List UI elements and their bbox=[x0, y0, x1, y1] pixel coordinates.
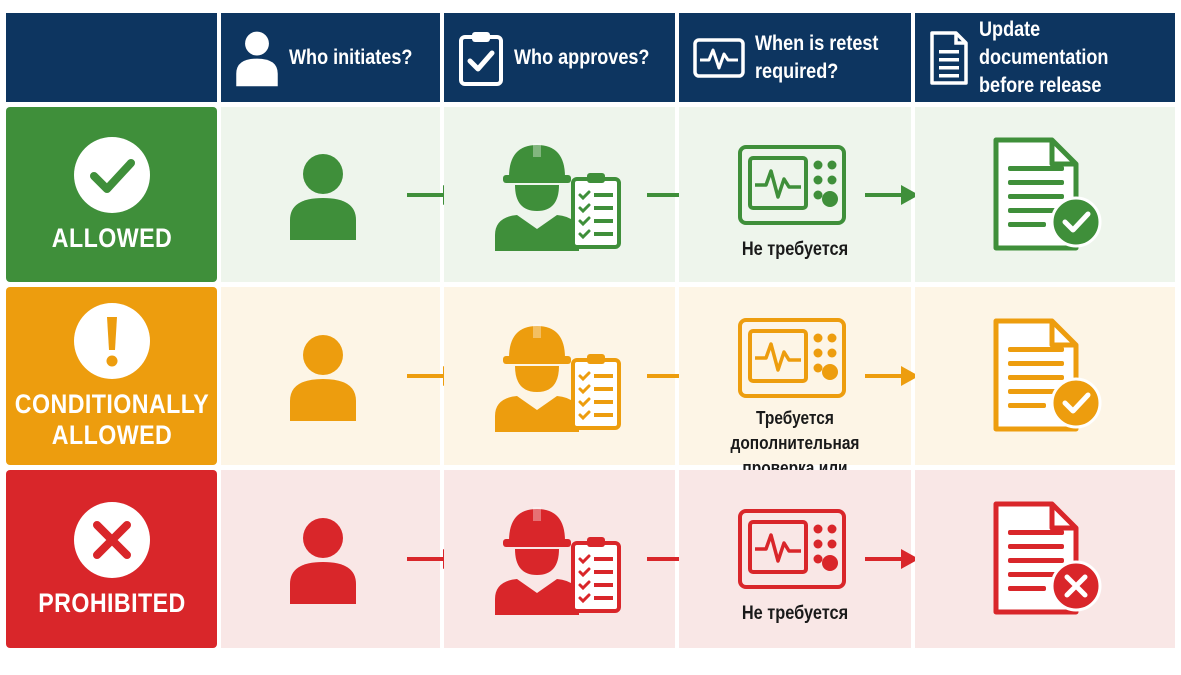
row-1-col-2 bbox=[444, 107, 701, 282]
checkmark-icon bbox=[73, 137, 150, 213]
arrow-right-icon bbox=[865, 184, 919, 205]
header-corner bbox=[6, 13, 217, 102]
column-header-label: Who initiates? bbox=[289, 45, 413, 69]
monitor-icon bbox=[738, 144, 846, 225]
person-icon bbox=[290, 153, 356, 240]
worker-icon bbox=[495, 507, 621, 615]
row-1-col-3: Не требуется bbox=[679, 107, 919, 282]
status-label: CONDITIONALLY ALLOWED bbox=[14, 389, 209, 450]
document-status-icon bbox=[993, 137, 1102, 250]
status-cell-1: ALLOWED bbox=[6, 107, 217, 282]
arrow-right-icon bbox=[865, 549, 919, 569]
status-cell-3: PROHIBITED bbox=[6, 470, 217, 648]
header-icon-wrap bbox=[458, 29, 504, 87]
header-icon-wrap bbox=[235, 29, 279, 87]
monitor-icon bbox=[738, 318, 846, 398]
monitor-icon bbox=[738, 509, 846, 589]
worker-icon bbox=[495, 142, 621, 251]
retest-caption: Не требуется bbox=[741, 238, 849, 260]
header-icon-wrap bbox=[693, 37, 745, 78]
column-header-label: Who approves? bbox=[514, 45, 650, 69]
row-1-col-1 bbox=[221, 107, 461, 282]
monitor-pulse-icon bbox=[693, 37, 745, 78]
column-header-label: Update documentation before release bbox=[979, 17, 1109, 97]
document-status-icon bbox=[993, 318, 1102, 432]
row-2-col-1 bbox=[221, 287, 461, 465]
worker-icon bbox=[495, 324, 621, 432]
row-3-col-3: Не требуется bbox=[679, 470, 919, 648]
person-icon bbox=[236, 31, 278, 86]
arrow-right-icon bbox=[865, 366, 919, 386]
status-label: PROHIBITED bbox=[37, 587, 186, 618]
row-3-col-1 bbox=[221, 470, 461, 648]
row-2-col-3: Требуется дополнительная проверка или ре… bbox=[679, 287, 919, 503]
column-header-4: Update documentation before release bbox=[915, 13, 1175, 102]
person-icon bbox=[290, 518, 356, 604]
person-icon bbox=[290, 335, 356, 421]
clipboard-check-icon bbox=[459, 31, 503, 86]
row-3-col-2 bbox=[444, 470, 701, 648]
exclamation-icon bbox=[73, 303, 150, 379]
header-icon-wrap bbox=[929, 30, 969, 86]
document-status-icon bbox=[993, 501, 1102, 615]
document-icon bbox=[930, 30, 968, 85]
row-2-col-4 bbox=[915, 287, 1175, 465]
status-label: ALLOWED bbox=[51, 223, 172, 253]
column-header-label: When is retest required? bbox=[755, 31, 879, 83]
retest-caption: Не требуется bbox=[741, 603, 849, 624]
column-header-3: When is retest required? bbox=[679, 13, 911, 102]
row-3-col-4 bbox=[915, 470, 1175, 648]
cross-icon bbox=[73, 501, 150, 578]
status-cell-2: CONDITIONALLY ALLOWED bbox=[6, 287, 217, 465]
column-header-1: Who initiates? bbox=[221, 13, 440, 102]
row-1-col-4 bbox=[915, 107, 1175, 282]
row-2-col-2 bbox=[444, 287, 701, 465]
column-header-2: Who approves? bbox=[444, 13, 675, 102]
